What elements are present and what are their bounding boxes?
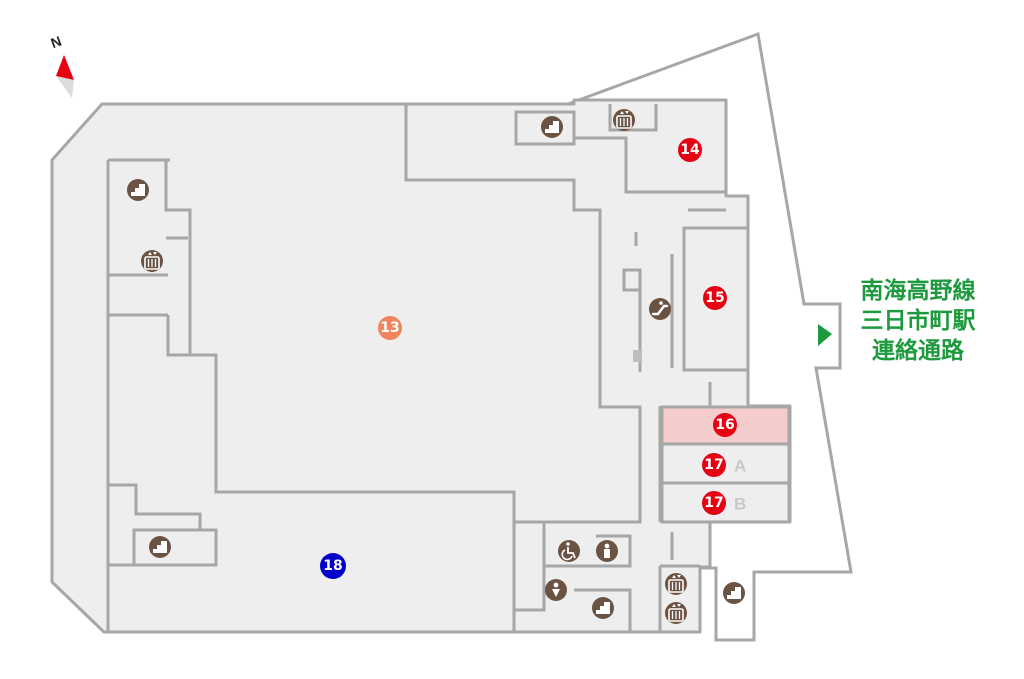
store-badge-15[interactable]: 15: [703, 286, 727, 310]
north-arrow-icon: N: [49, 33, 74, 98]
stairs-icon[interactable]: [149, 536, 171, 558]
interior-walls: [106, 104, 750, 632]
station-link-label: 南海高野線 三日市町駅 連絡通路: [838, 276, 998, 366]
elevator-icon[interactable]: [613, 109, 635, 131]
store-suffix-b: B: [734, 495, 746, 514]
station-line-3: 連絡通路: [872, 338, 964, 364]
svg-text:14: 14: [680, 142, 700, 158]
store-suffix-a: A: [734, 457, 746, 476]
north-label: N: [49, 33, 64, 51]
store-17b-area[interactable]: [660, 481, 791, 524]
store-badge-17b[interactable]: 17 B: [702, 491, 746, 515]
elevator-icon[interactable]: [665, 602, 687, 624]
store-badge-14[interactable]: 14: [678, 138, 702, 162]
stairs-icon[interactable]: [127, 179, 149, 201]
escalator-icon[interactable]: [649, 298, 671, 320]
station-line-1: 南海高野線: [860, 278, 976, 304]
stairs-icon[interactable]: [592, 597, 614, 619]
svg-text:16: 16: [715, 417, 734, 433]
elevator-icon[interactable]: [665, 573, 687, 595]
pillar: [633, 350, 642, 362]
elevator-icon[interactable]: [141, 250, 163, 272]
direction-arrow-icon: [818, 324, 832, 346]
svg-text:17: 17: [704, 495, 723, 511]
store-badge-17a[interactable]: 17 A: [702, 453, 746, 477]
svg-text:18: 18: [323, 558, 342, 574]
stairs-icon[interactable]: [723, 582, 745, 604]
stairs-icon[interactable]: [541, 116, 563, 138]
nursing-room-icon[interactable]: [545, 579, 567, 601]
toilet-icon[interactable]: [596, 540, 618, 562]
svg-text:13: 13: [380, 320, 399, 336]
store-badge-16[interactable]: 16: [713, 413, 737, 437]
station-line-2: 三日市町駅: [860, 308, 976, 334]
svg-text:17: 17: [704, 457, 723, 473]
store-badge-13[interactable]: 13: [378, 316, 402, 340]
accessible-toilet-icon[interactable]: [558, 540, 580, 562]
svg-text:15: 15: [705, 290, 724, 306]
store-badge-18[interactable]: 18: [320, 553, 346, 579]
